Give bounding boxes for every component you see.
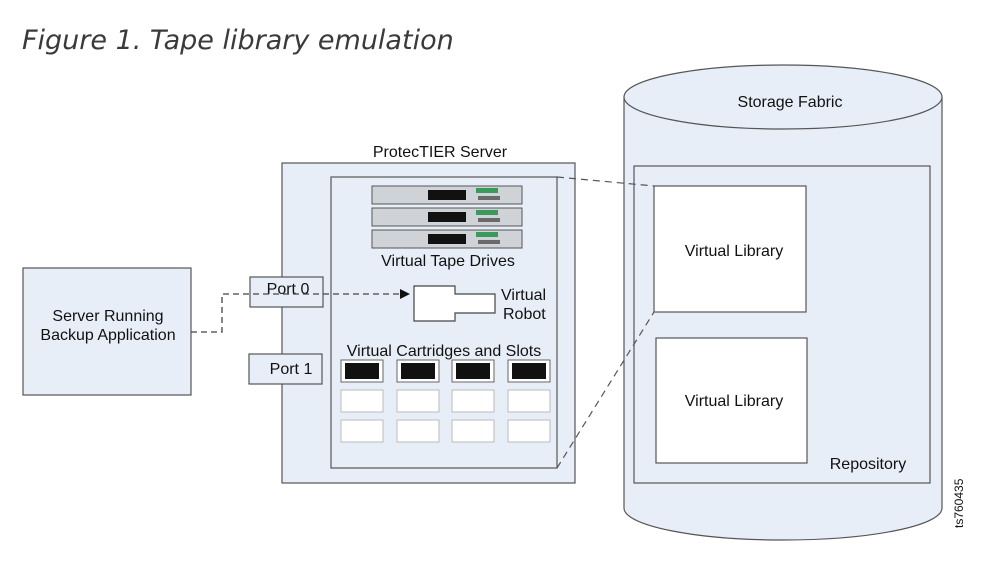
cartridge-slot (451, 419, 495, 443)
robot-icon (413, 285, 496, 322)
repository-label: Repository (830, 456, 906, 473)
tape-drive-1 (371, 185, 523, 205)
cartridge-slot (451, 389, 495, 413)
port-1-box (248, 353, 323, 385)
connection-mapping-bottom (556, 311, 655, 469)
port-1-label: Port 1 (270, 361, 313, 378)
cartridge-slot (340, 419, 384, 443)
drives-label: Virtual Tape Drives (381, 253, 515, 270)
server-app-label-1: Server Running (52, 308, 163, 325)
protectier-title: ProtecTIER Server (373, 144, 508, 161)
cartridge-slot (396, 389, 440, 413)
cartridge-slots (340, 359, 551, 443)
virtual-library-1-box (653, 185, 807, 313)
port-0-box (249, 276, 324, 308)
robot-label-1: Virtual (501, 287, 546, 304)
cartridge-slot (507, 419, 551, 443)
tape-drive-3 (371, 229, 523, 249)
virtual-library-2-box (655, 337, 808, 464)
figure-id: ts760435 (952, 478, 966, 528)
connection-app-to-robot (191, 293, 400, 333)
cartridge-slot (507, 389, 551, 413)
cartridges-label: Virtual Cartridges and Slots (347, 343, 541, 360)
tape-drive-2 (371, 207, 523, 227)
server-app-label-2: Backup Application (40, 327, 175, 344)
connection-mapping-top (556, 176, 655, 187)
figure-title: Figure 1. Tape library emulation (22, 25, 454, 56)
port-0-label: Port 0 (267, 281, 310, 298)
storage-title: Storage Fabric (738, 94, 843, 111)
storage-cylinder-top (623, 64, 943, 130)
server-app-box (22, 267, 192, 396)
virtual-library-2-label: Virtual Library (685, 393, 783, 410)
connection-arrowhead (400, 289, 410, 299)
cartridge-slot (396, 419, 440, 443)
cartridge-slot (340, 389, 384, 413)
robot-label-2: Robot (503, 306, 546, 323)
virtual-library-1-label: Virtual Library (685, 243, 783, 260)
